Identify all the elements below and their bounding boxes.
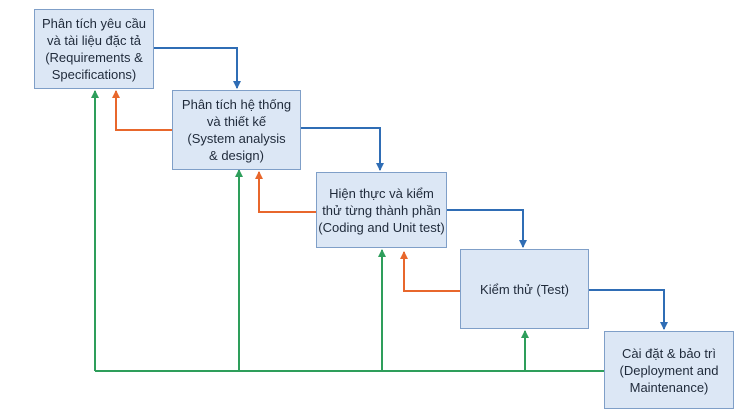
stage-coding-line-2: thử từng thành phần xyxy=(322,202,441,218)
stage-coding-unit-test: Hiện thực và kiểm thử từng thành phần (C… xyxy=(316,172,447,248)
stage-test-line-1: Kiểm thử (Test) xyxy=(480,281,569,297)
stage-requirements-line-1: Phân tích yêu cầu xyxy=(41,16,147,31)
stage-system-design-line-1: Phân tích hệ thống xyxy=(181,97,292,112)
feedback-arrow-1 xyxy=(112,90,172,131)
feedback-arrow-3 xyxy=(400,251,460,292)
stage-deployment: Cài đặt & bảo trì (Deployment and Mainte… xyxy=(604,331,734,409)
forward-arrow-2 xyxy=(301,127,384,171)
stage-deployment-line-1: Cài đặt & bảo trì xyxy=(622,345,716,361)
stage-coding-line-1: Hiện thực và kiểm xyxy=(329,185,434,201)
stage-test: Kiểm thử (Test) xyxy=(460,249,589,329)
feedback-arrow-2 xyxy=(255,171,316,213)
forward-arrow-1 xyxy=(154,47,241,89)
stage-requirements: Phân tích yêu cầu và tài liệu đặc tả (Re… xyxy=(34,9,154,89)
stage-requirements-line-3: (Requirements & xyxy=(45,50,143,65)
stage-system-design-line-4: & design) xyxy=(209,148,264,163)
stage-deployment-line-3: Maintenance) xyxy=(629,379,709,395)
stage-requirements-line-4: Specifications) xyxy=(51,67,137,82)
stage-system-design-line-3: (System analysis xyxy=(187,131,286,146)
stage-deployment-line-2: (Deployment and xyxy=(619,362,719,378)
forward-arrow-3 xyxy=(447,209,527,248)
stage-coding-line-3: (Coding and Unit test) xyxy=(318,219,445,235)
stage-system-design: Phân tích hệ thống và thiết kế (System a… xyxy=(172,90,301,170)
stage-requirements-line-2: và tài liệu đặc tả xyxy=(47,33,141,48)
forward-arrow-4 xyxy=(589,289,668,330)
stage-system-design-line-2: và thiết kế xyxy=(206,114,267,129)
